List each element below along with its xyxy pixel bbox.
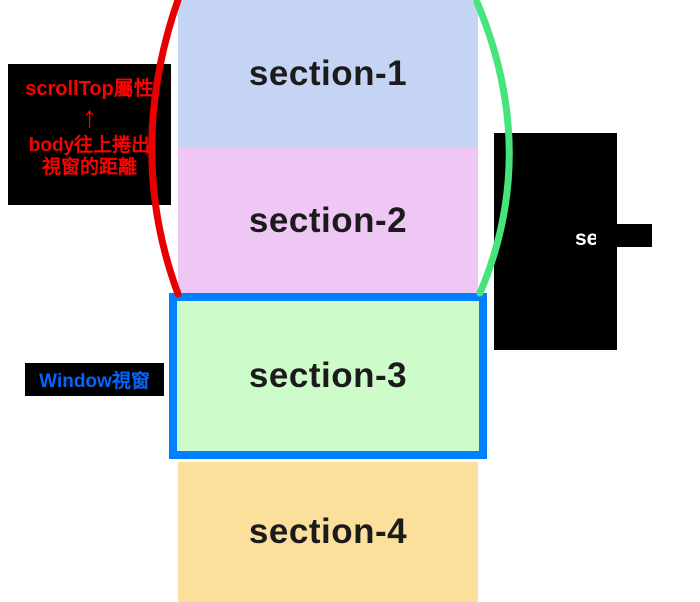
window-viewport-callout: Window視窗 [25,363,164,396]
section-4-box: section-4 [178,462,478,602]
section-3-label: section-3 [248,356,408,395]
scrolltop-desc-line2: 視窗的距離 [41,157,137,178]
up-arrow-icon: ↑ [82,101,97,134]
window-viewport-label: Window視窗 [39,371,150,392]
section-4-label: section-4 [248,512,408,551]
section-1-label: section-1 [248,54,408,93]
scrolltop-desc-line1: body往上捲出 [28,135,151,156]
section-2-box: section-2 [178,148,478,293]
section-3-box: section-3 [169,293,487,459]
scrolltop-title: scrollTop屬性 [25,78,154,100]
section-1-box: section-1 [178,0,478,148]
scrolltop-callout: scrollTop屬性 ↑ body往上捲出 視窗的距離 [8,64,171,205]
section-2-label: section-2 [248,200,408,240]
redaction-bar [596,224,652,247]
